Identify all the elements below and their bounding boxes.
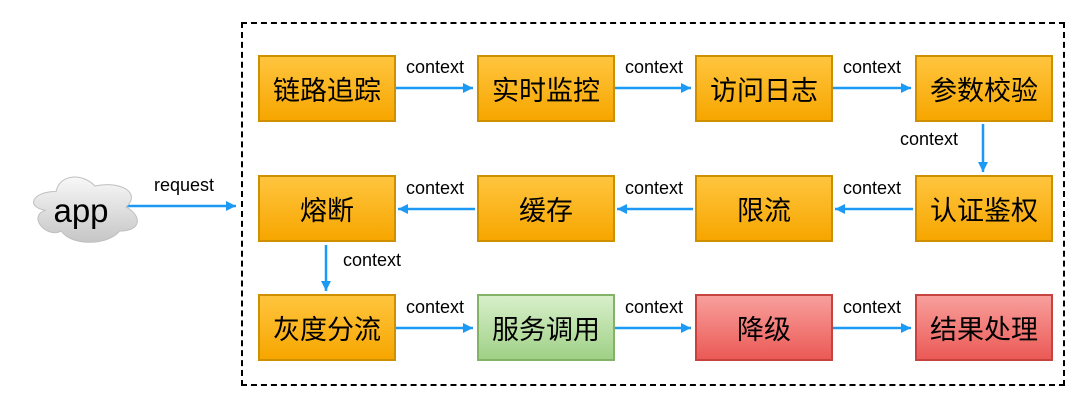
client-app-label: app xyxy=(53,192,109,229)
gateway-boundary xyxy=(241,22,1065,386)
edge-label-context-11: context xyxy=(842,297,902,317)
edge-label-context-10: context xyxy=(624,297,684,317)
node-circuit-break-label: 熔断 xyxy=(300,196,354,226)
node-degrade-label: 降级 xyxy=(737,315,791,345)
node-monitor: 实时监控 xyxy=(477,55,615,122)
node-param-validate: 参数校验 xyxy=(915,55,1053,122)
node-monitor-label: 实时监控 xyxy=(492,76,600,106)
node-trace-label: 链路追踪 xyxy=(273,76,381,106)
node-gray-release: 灰度分流 xyxy=(258,294,396,361)
edge-label-context-9: context xyxy=(405,297,465,317)
node-result-handle-label: 结果处理 xyxy=(930,315,1038,345)
node-circuit-break: 熔断 xyxy=(258,175,396,242)
node-service-invoke-label: 服务调用 xyxy=(492,315,600,345)
client-cloud xyxy=(33,176,138,243)
node-cache-label: 缓存 xyxy=(519,196,573,226)
node-rate-limit: 限流 xyxy=(695,175,833,242)
node-access-log: 访问日志 xyxy=(695,55,833,122)
node-service-invoke: 服务调用 xyxy=(477,294,615,361)
edge-label-context-1: context xyxy=(405,57,465,77)
node-access-log-label: 访问日志 xyxy=(710,76,818,106)
node-auth-label: 认证鉴权 xyxy=(930,196,1038,226)
edge-label-context-4: context xyxy=(899,129,959,149)
node-result-handle: 结果处理 xyxy=(915,294,1053,361)
edge-label-context-6: context xyxy=(624,178,684,198)
edge-label-request: request xyxy=(153,175,215,195)
edge-label-context-5: context xyxy=(842,178,902,198)
edge-label-context-8: context xyxy=(342,250,402,270)
node-rate-limit-label: 限流 xyxy=(737,196,791,226)
edge-label-context-7: context xyxy=(405,178,465,198)
node-cache: 缓存 xyxy=(477,175,615,242)
edge-label-context-3: context xyxy=(842,57,902,77)
node-degrade: 降级 xyxy=(695,294,833,361)
node-param-validate-label: 参数校验 xyxy=(930,76,1038,106)
node-auth: 认证鉴权 xyxy=(915,175,1053,242)
edge-label-context-2: context xyxy=(624,57,684,77)
cloud-outline xyxy=(33,176,138,243)
node-trace: 链路追踪 xyxy=(258,55,396,122)
node-gray-release-label: 灰度分流 xyxy=(273,315,381,345)
